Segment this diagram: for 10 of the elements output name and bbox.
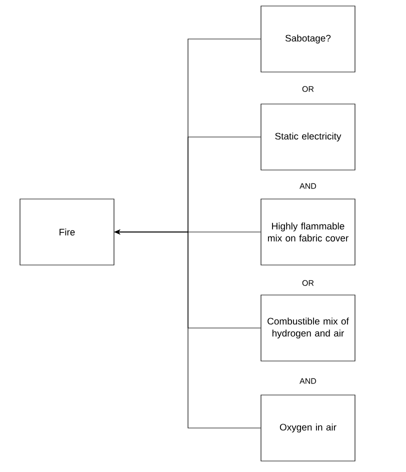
- box: Oxygen in air: [260, 394, 356, 462]
- box: Sabotage?: [260, 6, 356, 72]
- box: Fire: [20, 198, 114, 266]
- box: Highly flammable mix on fabric cover: [260, 198, 356, 266]
- gate-label: OR: [302, 280, 314, 286]
- gate-label: AND: [300, 378, 316, 384]
- gate-label: AND: [300, 183, 316, 189]
- box: Combustible mix of hydrogen and air: [260, 294, 356, 362]
- box: Static electricity: [260, 104, 356, 170]
- gate-label: OR: [302, 86, 314, 92]
